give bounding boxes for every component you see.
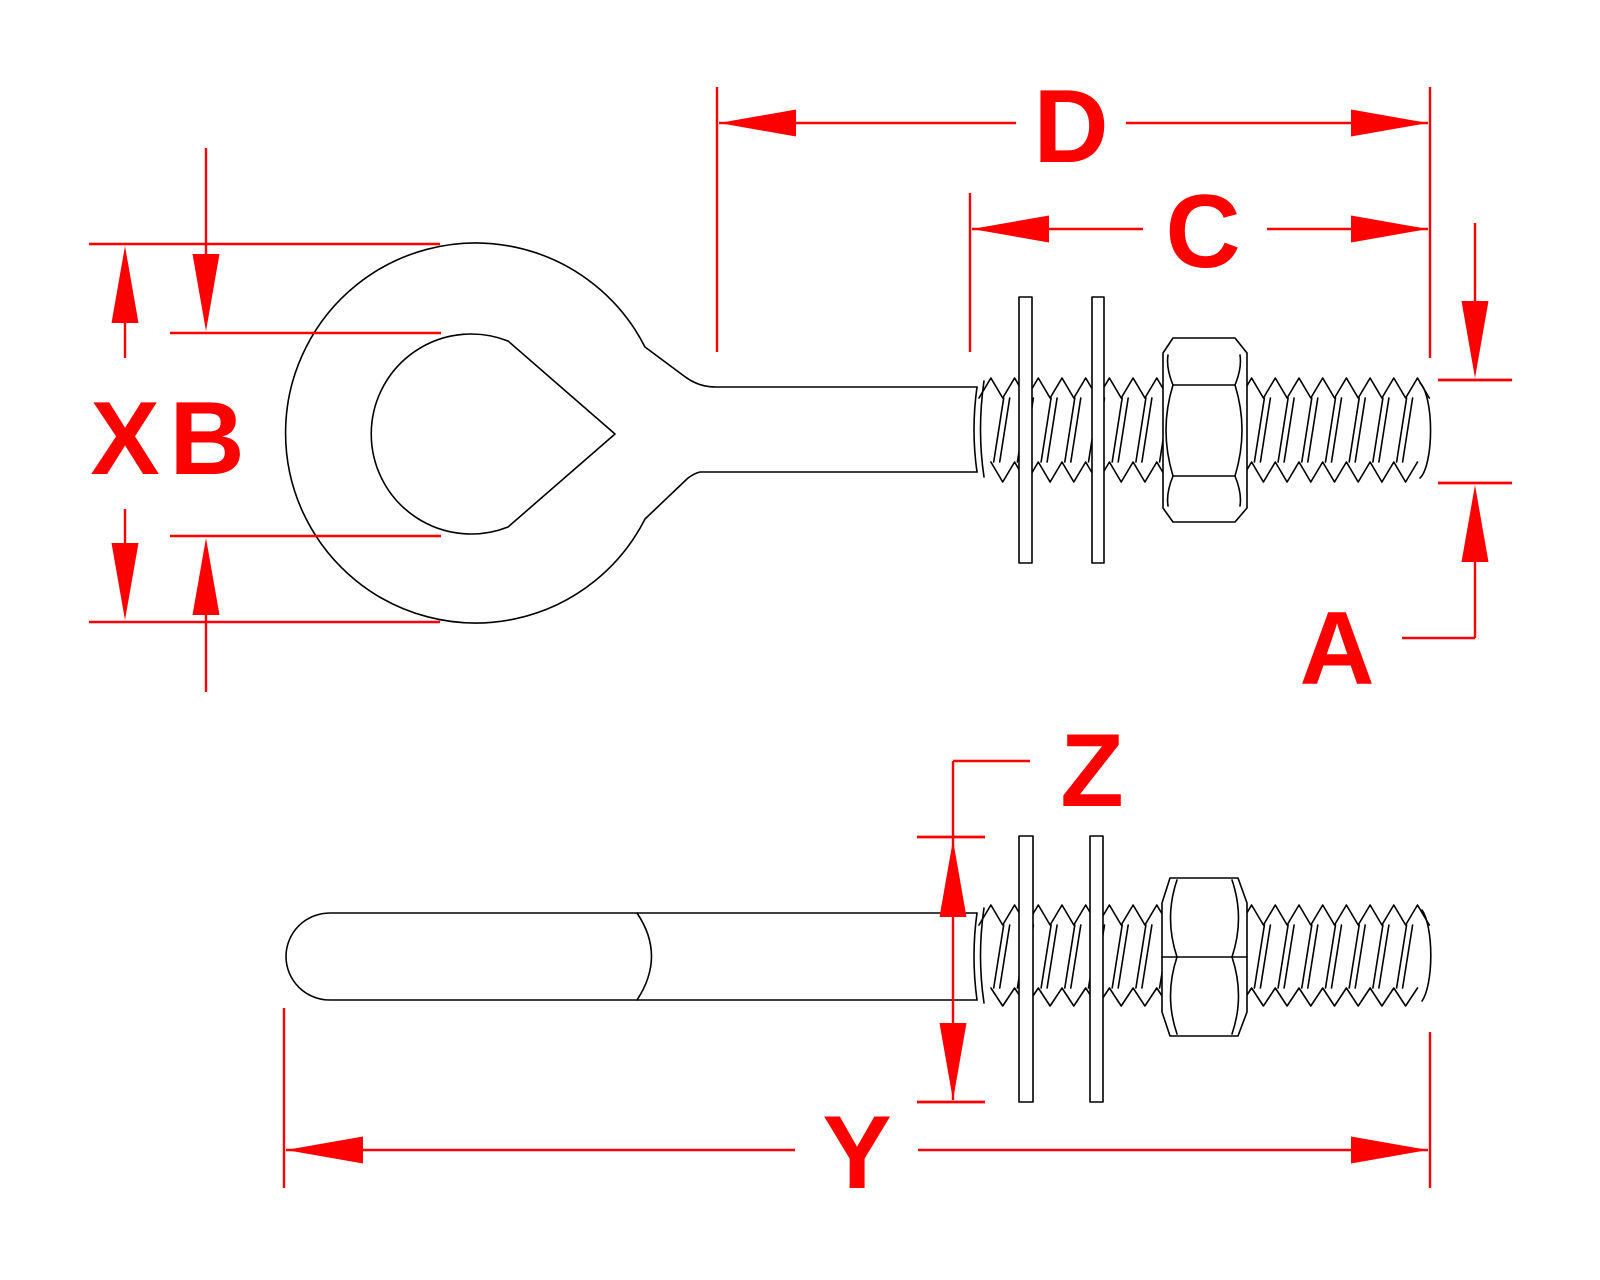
label-B: B [169, 381, 244, 497]
arrow-C-right [1351, 215, 1428, 243]
arrow-D-right [1351, 109, 1428, 137]
washer [1089, 835, 1104, 1103]
arrow-Y-left [286, 1136, 363, 1164]
label-D: D [1033, 69, 1108, 185]
arrow-Z-top [939, 840, 967, 917]
arrow-B-top [192, 254, 220, 331]
arrow-A-top [1461, 301, 1489, 378]
dimension-labels: D C A X B Z Y [90, 69, 1374, 1211]
thread-end-side [1421, 909, 1432, 1002]
top-view-hardware [1018, 296, 1248, 564]
arrow-C-left [972, 215, 1049, 243]
hex-nut-facets [1161, 879, 1248, 1035]
washer [1091, 296, 1105, 564]
arrow-D-left [719, 109, 796, 137]
arrow-Y-right [1351, 1136, 1428, 1164]
dimensions [89, 87, 1512, 1188]
hex-nut [1162, 337, 1248, 523]
label-X: X [90, 381, 159, 497]
arrow-Z-bottom [939, 1023, 967, 1100]
arrow-X-top [111, 246, 139, 323]
dimension-arrowheads [111, 109, 1489, 1164]
label-Z: Z [1060, 713, 1124, 829]
label-C: C [1165, 174, 1240, 290]
thread-end-top [1419, 382, 1432, 479]
thread-runout-top [973, 380, 985, 478]
rod-outline [285, 912, 978, 1001]
thread-runout-side [973, 907, 985, 1004]
top-view [284, 242, 1432, 624]
label-A: A [1299, 591, 1374, 707]
side-view-hardware [1018, 835, 1248, 1103]
arrow-A-bottom [1461, 485, 1489, 562]
label-Y: Y [822, 1095, 891, 1211]
arrow-X-bottom [111, 543, 139, 620]
washer [1018, 835, 1034, 1103]
dimension-Y [282, 1008, 1432, 1188]
arrow-B-bottom [192, 538, 220, 615]
dimension-X [89, 242, 440, 624]
eye-edge-arc [636, 912, 653, 1001]
hex-nut-facets [1165, 354, 1243, 507]
side-view [285, 904, 1432, 1007]
dimension-Z [917, 759, 1030, 1104]
dimension-B [170, 148, 441, 692]
eye-hole [370, 333, 616, 535]
eye-outline [284, 242, 978, 624]
dimension-D [715, 87, 1432, 358]
dimension-A [1402, 223, 1512, 640]
washer [1018, 296, 1033, 564]
